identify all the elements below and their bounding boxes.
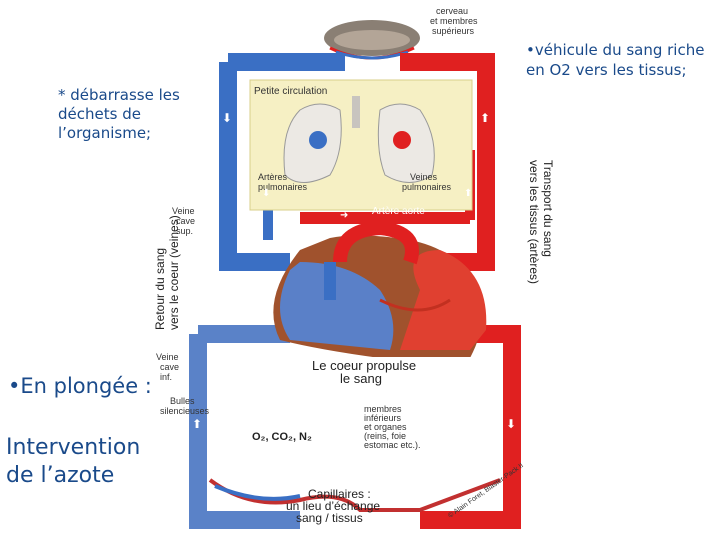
mi-3: et organes <box>364 422 407 432</box>
heart-illustration <box>273 220 487 358</box>
retour-sang-1: Retour du sang <box>153 248 167 330</box>
retour-sang-2: vers le coeur (veines) <box>167 215 181 330</box>
arteres-pulm-1: Artères <box>258 172 288 182</box>
vci-1: Veine <box>156 352 179 362</box>
svg-text:Transport du sangvers les tiss: Transport du sangvers les tissus (artère… <box>527 160 555 284</box>
coeur-propulse-1: Le coeur propulse <box>312 358 416 373</box>
svg-text:⬆: ⬆ <box>192 417 202 431</box>
heart-caption-band <box>292 357 490 383</box>
svg-text:⬇: ⬇ <box>222 111 232 125</box>
note-oxygene: •véhicule du sang riche en O2 vers les t… <box>526 41 705 79</box>
svg-text:⬆: ⬆ <box>464 188 472 199</box>
cerveau-1: cerveau <box>436 6 468 16</box>
note-plongee: •En plongée : <box>8 374 152 398</box>
lower-body-capillaries <box>208 478 501 512</box>
transport-sang-1: Transport du sang <box>541 160 555 257</box>
svg-text:⬇: ⬇ <box>262 188 270 199</box>
svg-text:➜: ➜ <box>340 210 348 221</box>
capillaires-1: Capillaires : <box>308 487 371 501</box>
vcs-2: cave <box>176 216 195 226</box>
svg-text:⬆: ⬆ <box>480 111 490 125</box>
mi-4: (reins, foie <box>364 431 406 441</box>
coeur-propulse-2: le sang <box>340 371 382 386</box>
arteres-pulm-2: pulmonaires <box>258 182 308 192</box>
vci-2: cave <box>160 362 179 372</box>
vcs-3: sup. <box>176 226 193 236</box>
transport-sang-2: vers les tissus (artères) <box>527 160 541 284</box>
gaz-label: O₂, CO₂, N₂ <box>252 431 312 443</box>
capillaires-3: sang / tissus <box>296 511 363 525</box>
note-azote: Intervention de l’azote <box>6 435 141 488</box>
cerveau-2: et membres <box>430 16 478 26</box>
capillaires-2: un lieu d’échange <box>286 499 380 513</box>
petite-circulation-label: Petite circulation <box>254 86 327 97</box>
svg-text:Retour du sangvers le coeur (v: Retour du sangvers le coeur (veines) <box>153 215 181 330</box>
vcs-1: Veine <box>172 206 195 216</box>
flow-arrows: ⬇ ⬆ ⬆ ⬇ ⬇ ⬆ ➜ <box>192 111 516 431</box>
veines-pulm-2: pulmonaires <box>402 182 452 192</box>
artere-aorte-label: Artère aorte <box>372 206 425 217</box>
vci-3: inf. <box>160 372 172 382</box>
bulles-2: silencieuses <box>160 406 210 416</box>
mi-1: membres <box>364 404 402 414</box>
mi-2: inférieurs <box>364 413 402 423</box>
bulles-1: Bulles <box>170 396 195 406</box>
svg-text:⬇: ⬇ <box>506 417 516 431</box>
mi-5: estomac etc.). <box>364 440 421 450</box>
brain-illustration <box>324 20 420 60</box>
note-dechets: * débarrasse les déchets de l’organisme; <box>58 86 180 142</box>
cerveau-3: supérieurs <box>432 26 475 36</box>
veines-pulm-1: Veines <box>410 172 438 182</box>
